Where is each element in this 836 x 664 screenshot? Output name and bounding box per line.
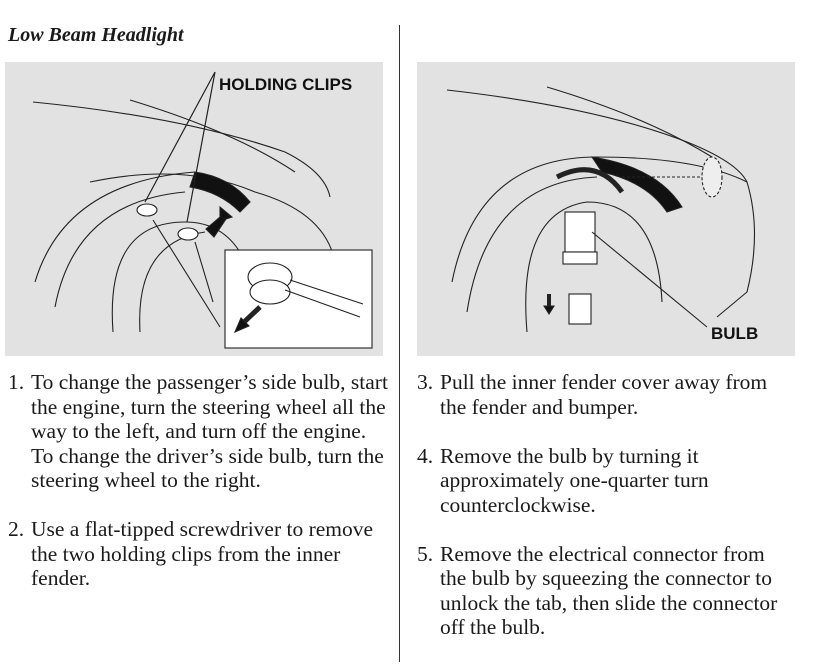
step-number: 1. [8,370,25,394]
step-number: 5. [417,541,434,566]
step-number: 2. [8,517,25,541]
step-text: Remove the electrical connector from the… [440,541,778,640]
step-5: 5. Remove the electrical connector from … [417,542,787,640]
bulb-label: BULB [711,324,759,343]
step-number: 3. [417,370,434,394]
holding-clips-illustration: HOLDING CLIPS [5,62,383,356]
step-4: 4. Remove the bulb by turning it approxi… [417,444,787,518]
step-2: 2. Use a flat-tipped screwdriver to remo… [8,517,393,591]
section-title: Low Beam Headlight [8,24,184,46]
steps-left: 1. To change the passenger’s side bulb, … [8,370,393,615]
step-1: 1. To change the passenger’s side bulb, … [8,370,393,493]
column-divider [399,25,400,662]
holding-clips-label: HOLDING CLIPS [219,75,353,94]
step-text: Remove the bulb by turning it approximat… [440,443,709,517]
steps-right: 3. Pull the inner fender cover away from… [417,370,787,664]
step-text: To change the passenger’s side bulb, sta… [31,370,388,492]
step-text: Use a flat-tipped screwdriver to remove … [31,517,374,590]
bulb-illustration: BULB [417,62,795,356]
step-number: 4. [417,443,434,468]
step-text: Pull the inner fender cover away from th… [440,370,768,419]
step-3: 3. Pull the inner fender cover away from… [417,370,787,419]
